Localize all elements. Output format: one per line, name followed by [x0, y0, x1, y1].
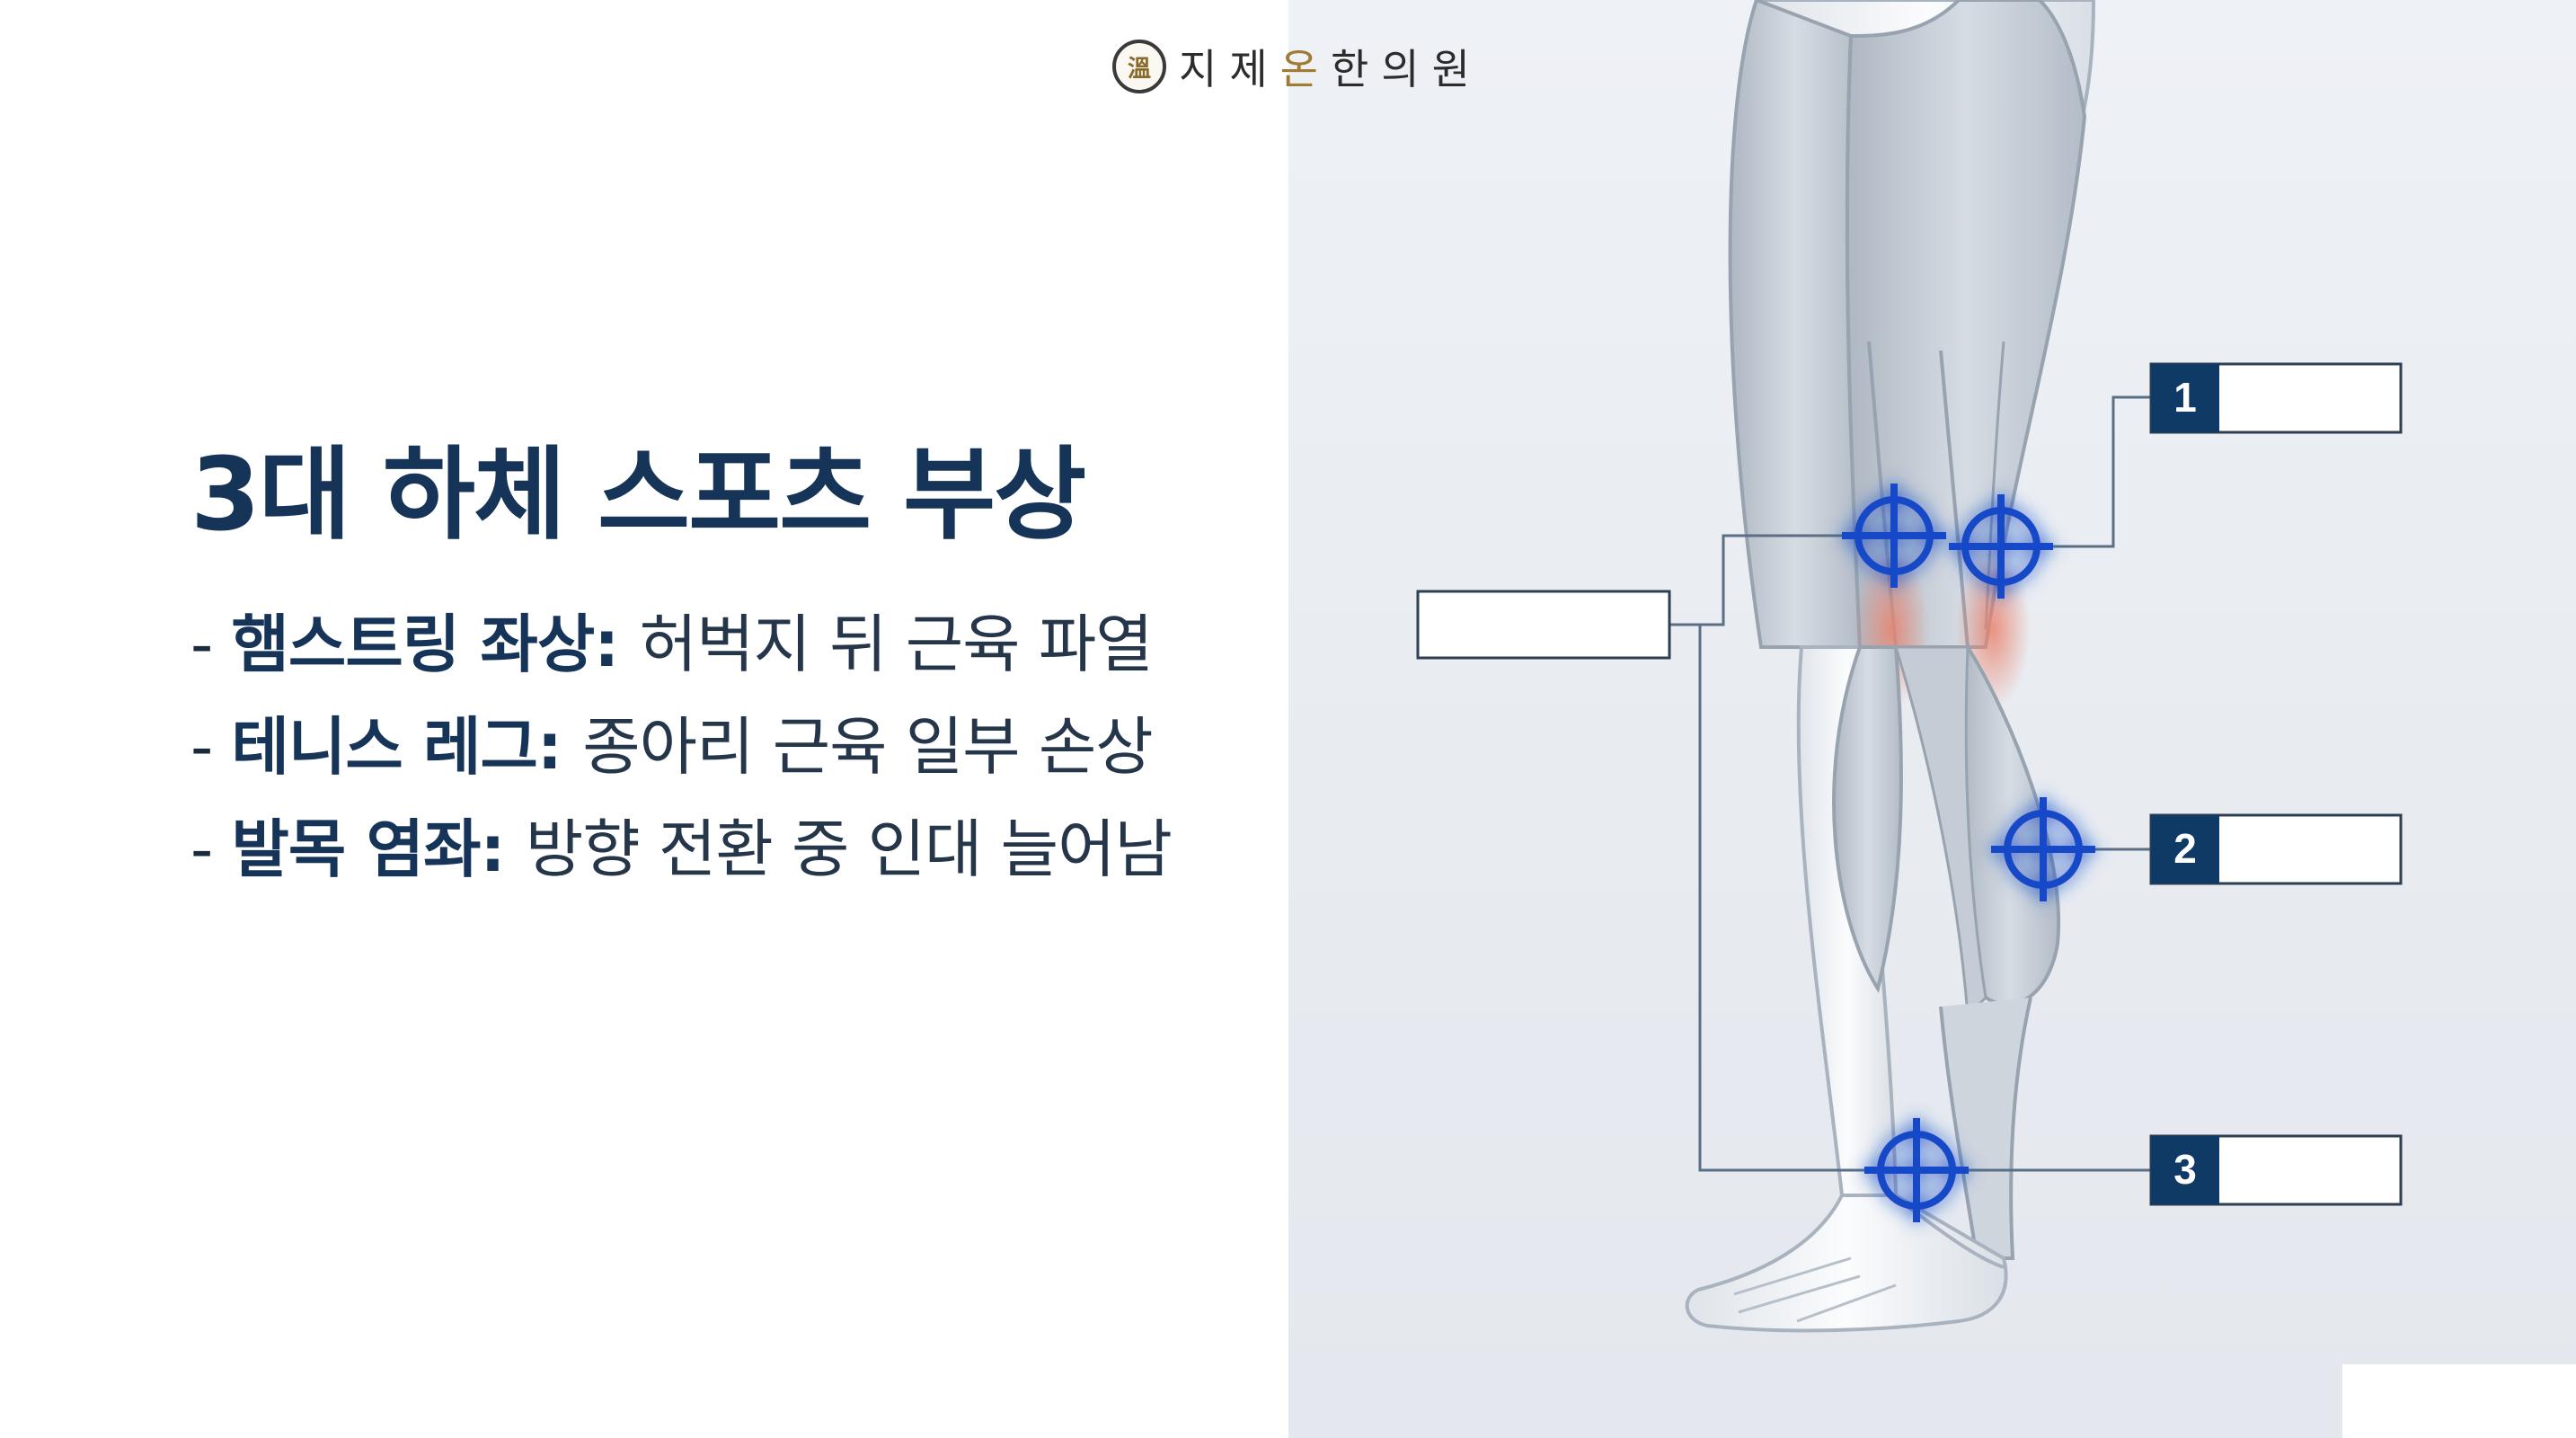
callout-number-badge	[2151, 1136, 2219, 1204]
clinic-name: 지제온한의원	[1179, 37, 1483, 96]
page-title: 3대 하체 스포츠 부상	[190, 437, 1086, 554]
leader-line-left-lower	[1698, 623, 1882, 1172]
corner-patch	[2342, 1364, 2576, 1438]
foot-illustration	[1685, 1194, 2008, 1333]
target-marker-hamstring-left-icon	[1842, 484, 1946, 588]
injury-colon: :	[594, 608, 640, 681]
callout-number-badge	[2151, 364, 2219, 432]
callout-2: 2	[2149, 813, 2403, 885]
injury-description: 허벅지 뒤 근육 파열	[639, 608, 1154, 681]
callout-1: 1	[2149, 362, 2403, 434]
bullet-dash: -	[190, 812, 232, 886]
injury-term: 햄스트링 좌상	[231, 608, 596, 681]
callout-number: 1	[2173, 374, 2197, 421]
leader-line-left-upper	[1669, 534, 1849, 626]
clinic-name-highlight: 온	[1279, 45, 1331, 93]
target-marker-ankle-icon	[1864, 1118, 1969, 1222]
bullet-dash: -	[190, 608, 232, 681]
injury-item-hamstring: - 햄스트링 좌상: 허벅지 뒤 근육 파열	[190, 593, 1172, 696]
injury-list: - 햄스트링 좌상: 허벅지 뒤 근육 파열 - 테니스 레그: 종아리 근육 …	[190, 593, 1173, 901]
callout-number: 3	[2173, 1146, 2197, 1193]
injury-colon: :	[536, 710, 583, 784]
bullet-dash: -	[190, 710, 232, 784]
injury-colon: :	[480, 812, 526, 886]
callout-number-badge	[2151, 815, 2219, 883]
target-marker-hamstring-right-icon	[1949, 494, 2053, 599]
leader-line-1	[2014, 395, 2151, 548]
injury-item-ankle-sprain: - 발목 염좌: 방향 전환 중 인대 늘어남	[190, 798, 1173, 901]
injury-description: 방향 전환 중 인대 늘어남	[525, 812, 1173, 886]
target-marker-calf-icon	[1991, 797, 2095, 901]
callout-label-box-left	[1416, 590, 1671, 660]
calf-illustration	[1796, 641, 2061, 1260]
injury-item-tennis-leg: - 테니스 레그: 종아리 근육 일부 손상	[190, 696, 1172, 798]
clinic-name-part1: 지제	[1179, 45, 1280, 93]
callout-3: 3	[2149, 1134, 2403, 1206]
clinic-name-part2: 한의원	[1330, 45, 1483, 93]
injury-term: 발목 염좌	[231, 812, 482, 886]
clinic-logo: 溫 지제온한의원	[1112, 34, 1483, 99]
text-panel	[0, 0, 1288, 1438]
clinic-seal-icon: 溫	[1112, 40, 1166, 93]
injury-term: 테니스 레그	[231, 710, 538, 784]
injury-description: 종아리 근육 일부 손상	[582, 710, 1153, 784]
callout-number: 2	[2173, 825, 2197, 872]
